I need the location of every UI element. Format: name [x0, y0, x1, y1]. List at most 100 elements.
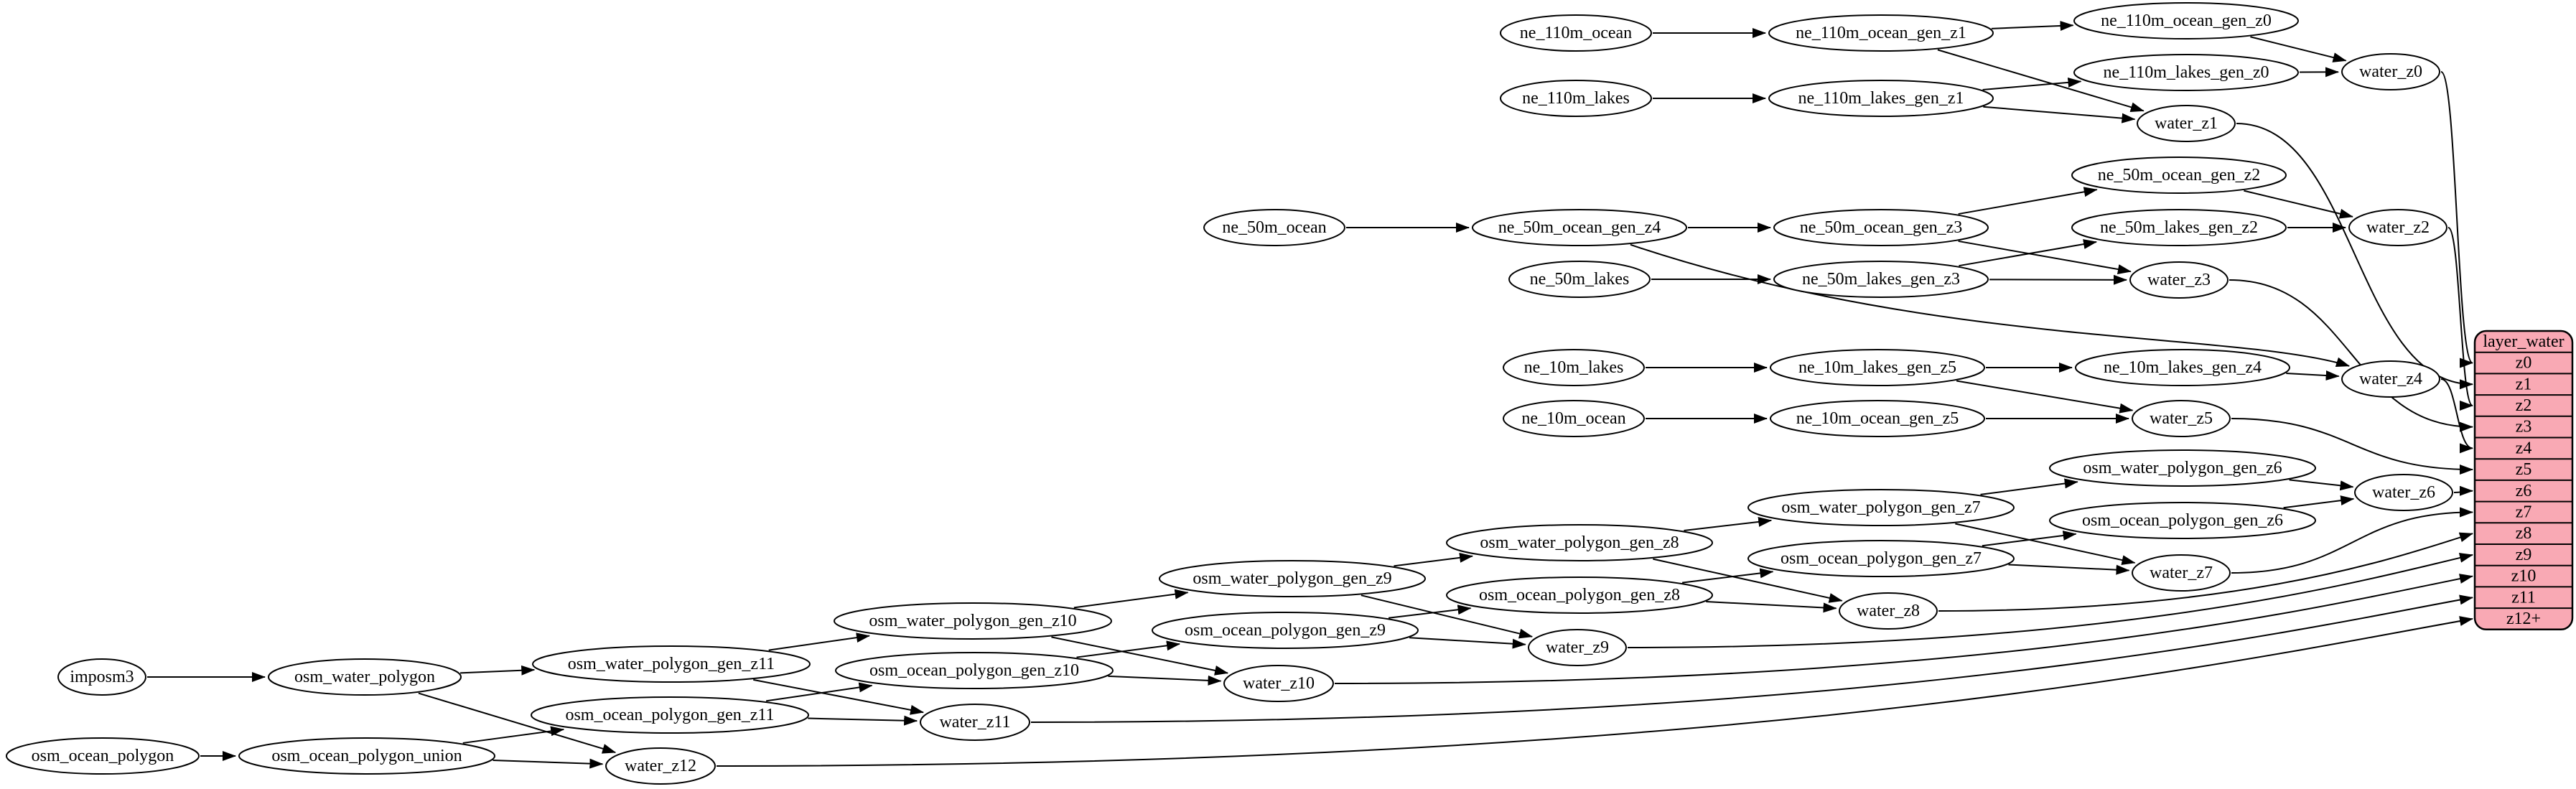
node-water_z6: water_z6 [2354, 474, 2453, 511]
node-shape [2341, 360, 2440, 398]
node-label: ne_10m_ocean_gen_z5 [1796, 409, 1959, 428]
node-label: osm_ocean_polygon_gen_z11 [565, 706, 774, 724]
node-water_z2: water_z2 [2348, 209, 2447, 246]
node-ne_50m_ocean: ne_50m_ocean [1203, 209, 1345, 246]
node-ne_50m_lakes: ne_50m_lakes [1508, 261, 1651, 298]
node-shape [2071, 209, 2287, 246]
edge-ne_110m_ocean_gen_z1-to-ne_110m_ocean_gen_z0 [1991, 21, 2074, 32]
node-ne_110m_ocean_gen_z0: ne_110m_ocean_gen_z0 [2073, 2, 2299, 39]
edge-osm_water_polygon_gen_z10-to-water_z10 [1051, 636, 1229, 676]
node-shape [2049, 449, 2316, 487]
node-shape [532, 645, 811, 683]
edge-osm_ocean_polygon_gen_z8-to-osm_ocean_polygon_gen_z7 [1681, 568, 1774, 584]
edge-water_z5-to-layer_water-z5 [2231, 418, 2473, 475]
edge-water_z8-to-layer_water-z8 [1938, 532, 2473, 612]
node-label: osm_ocean_polygon_gen_z9 [1185, 621, 1386, 640]
node-shape [1528, 629, 1627, 666]
node-shape [2073, 54, 2299, 91]
edge-osm_water_polygon_gen_z7-to-osm_water_polygon_gen_z6 [1980, 478, 2078, 495]
node-shape [2341, 53, 2440, 90]
record-row-label: z1 [2516, 375, 2532, 393]
node-shape [920, 704, 1030, 741]
node-ne_110m_ocean: ne_110m_ocean [1500, 14, 1652, 52]
node-water_z12: water_z12 [605, 747, 716, 785]
record-row-label: z12+ [2506, 610, 2541, 628]
edge-osm_water_polygon_gen_z8-to-osm_water_polygon_gen_z7 [1684, 516, 1773, 532]
edge-water_z4-to-layer_water-z4 [2440, 378, 2473, 454]
edge-osm_ocean_polygon_union-to-osm_ocean_polygon_gen_z11 [462, 726, 565, 744]
edge-water_z1-to-layer_water-z1 [2236, 123, 2473, 390]
node-label: water_z4 [2359, 370, 2422, 388]
record-row-label: z11 [2511, 588, 2536, 607]
node-label: ne_10m_lakes_gen_z4 [2104, 358, 2262, 377]
node-osm_water_polygon_gen_z6: osm_water_polygon_gen_z6 [2049, 449, 2316, 487]
node-osm_water_polygon_gen_z11: osm_water_polygon_gen_z11 [532, 645, 811, 683]
edge-ne_50m_ocean_gen_z3-to-ne_50m_ocean_gen_z2 [1958, 187, 2098, 215]
edge-osm_water_polygon_gen_z11-to-osm_water_polygon_gen_z10 [768, 632, 870, 651]
node-shape [1446, 524, 1713, 561]
record-row-label: z0 [2516, 354, 2532, 373]
record-row-z7: z7 [2516, 503, 2532, 521]
edge-osm_water_polygon-to-water_z12 [418, 692, 617, 754]
node-ne_110m_lakes_gen_z0: ne_110m_lakes_gen_z0 [2073, 54, 2299, 91]
node-label: osm_ocean_polygon_gen_z6 [2082, 511, 2283, 530]
record-row-z11: z11 [2511, 588, 2536, 607]
edge-ne_50m_lakes_gen_z3-to-ne_50m_lakes_gen_z2 [1959, 239, 2097, 267]
node-label: ne_110m_ocean_gen_z0 [2101, 11, 2272, 30]
edge-osm_ocean_polygon_gen_z10-to-osm_ocean_polygon_gen_z9 [1076, 640, 1181, 658]
record-row-label: z9 [2516, 546, 2532, 564]
node-label: ne_50m_ocean [1222, 218, 1326, 237]
record-row-z0: z0 [2516, 354, 2532, 373]
node-shape [1503, 400, 1645, 437]
node-shape [1472, 209, 1687, 246]
node-ne_10m_ocean_gen_z5: ne_10m_ocean_gen_z5 [1770, 400, 1985, 437]
record-layer-water: layer_waterz0z1z2z3z4z5z6z7z8z9z10z11z12… [2473, 330, 2574, 631]
node-shape [605, 747, 716, 785]
node-shape [1747, 540, 2015, 577]
node-ne_10m_lakes_gen_z5: ne_10m_lakes_gen_z5 [1770, 349, 1985, 386]
edge-ne_10m_lakes_gen_z4-to-water_z4 [2286, 370, 2340, 381]
edge-osm_water_polygon_gen_z8-to-water_z8 [1653, 558, 1843, 603]
node-osm_ocean_polygon_gen_z9: osm_ocean_polygon_gen_z9 [1152, 612, 1419, 649]
node-osm_ocean_polygon_gen_z8: osm_ocean_polygon_gen_z8 [1446, 576, 1713, 614]
edge-osm_water_polygon_gen_z7-to-water_z7 [1955, 523, 2136, 565]
node-label: water_z12 [625, 757, 696, 775]
node-water_z11: water_z11 [920, 704, 1030, 741]
node-label: osm_ocean_polygon_gen_z7 [1781, 549, 1982, 568]
node-ne_50m_ocean_gen_z2: ne_50m_ocean_gen_z2 [2071, 157, 2287, 194]
record-row-z1: z1 [2516, 375, 2532, 393]
edge-water_z9-to-layer_water-z9 [1627, 553, 2473, 648]
node-shape [1152, 612, 1419, 649]
node-shape [1446, 576, 1713, 614]
node-label: osm_water_polygon_gen_z6 [2083, 459, 2282, 477]
node-water_z0: water_z0 [2341, 53, 2440, 90]
node-shape [2073, 2, 2299, 39]
node-label: water_z1 [2155, 114, 2218, 133]
edge-water_z6-to-layer_water-z6 [2453, 485, 2473, 496]
edge-water_z10-to-layer_water-z10 [1334, 574, 2473, 684]
node-ne_110m_lakes_gen_z1: ne_110m_lakes_gen_z1 [1768, 80, 1994, 117]
edge-osm_ocean_polygon_gen_z8-to-water_z8 [1706, 601, 1837, 613]
node-shape [1770, 400, 1985, 437]
node-osm_ocean_polygon_gen_z10: osm_ocean_polygon_gen_z10 [835, 652, 1114, 689]
node-osm_ocean_polygon_gen_z6: osm_ocean_polygon_gen_z6 [2049, 502, 2316, 539]
node-shape [2129, 261, 2229, 299]
node-water_z4: water_z4 [2341, 360, 2440, 398]
record-row-label: z7 [2516, 503, 2532, 521]
node-shape [1773, 209, 1989, 246]
node-label: osm_water_polygon_gen_z7 [1781, 498, 1980, 517]
edge-osm_water_polygon_gen_z9-to-water_z9 [1361, 594, 1534, 639]
record-row-z5: z5 [2516, 460, 2532, 479]
record-row-z6: z6 [2516, 482, 2532, 500]
node-label: ne_50m_lakes_gen_z2 [2100, 218, 2258, 237]
edge-ne_110m_lakes_gen_z1-to-water_z1 [1983, 106, 2136, 123]
node-shape [238, 737, 495, 775]
node-water_z7: water_z7 [2132, 554, 2231, 592]
edge-osm_water_polygon_gen_z10-to-osm_water_polygon_gen_z9 [1073, 589, 1189, 609]
node-label: water_z2 [2366, 218, 2430, 237]
edge-ne_10m_lakes_gen_z5-to-water_z5 [1956, 380, 2134, 414]
record-row-z9: z9 [2516, 546, 2532, 564]
node-shape [2132, 400, 2231, 437]
